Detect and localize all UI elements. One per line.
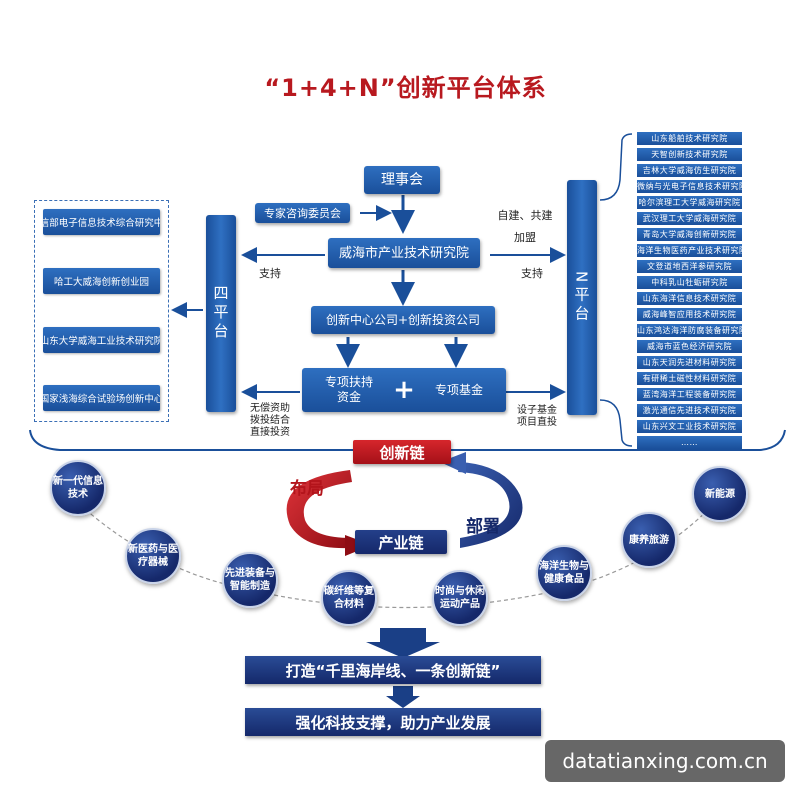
right-invest-label: 设子基金 项目直投 bbox=[517, 405, 557, 428]
industry-circle: 康养旅游 bbox=[621, 512, 677, 568]
deploy-label: 部署 bbox=[466, 517, 500, 537]
right-build-label: 自建、共建 加盟 bbox=[497, 209, 553, 244]
plus-sign: + bbox=[393, 374, 415, 405]
right-platform-item: 蓝湾海洋工程装备研究院 bbox=[637, 388, 742, 401]
industry-circle: 新一代信息技术 bbox=[50, 460, 106, 516]
right-platform-item: 山东鸿达海洋防腐装备研究院 bbox=[637, 324, 742, 337]
expert-committee-box: 专家咨询委员会 bbox=[255, 203, 350, 223]
council-box: 理事会 bbox=[364, 166, 440, 194]
left-support-label: 支持 bbox=[259, 267, 281, 280]
right-platform-item: 激光通信先进技术研究院 bbox=[637, 404, 742, 417]
right-support-label: 支持 bbox=[521, 267, 543, 280]
right-platform-item: 吉林大学威海仿生研究院 bbox=[637, 164, 742, 177]
diagram-title: “1+4+N”创新平台体系 bbox=[264, 74, 547, 102]
n-platforms-bar: N平台 bbox=[567, 180, 597, 415]
special-support-fund: 专项扶持 资金 bbox=[324, 375, 373, 404]
four-platforms-list: 工信部电子信息技术综合研究中心 哈工大威海创新创业园 山东大学威海工业技术研究院… bbox=[34, 200, 169, 422]
right-platform-item: 青岛大学威海创新研究院 bbox=[637, 228, 742, 241]
right-platform-item: 有研稀土磁性材料研究院 bbox=[637, 372, 742, 385]
innovation-chain-label: 创新链 bbox=[353, 440, 451, 464]
right-platform-item: 威海峰智应用技术研究院 bbox=[637, 308, 742, 321]
left-platform-item: 山东大学威海工业技术研究院 bbox=[43, 327, 160, 353]
right-platform-item: 海洋生物医药产业技术研究院 bbox=[637, 244, 742, 257]
right-platform-item: 哈尔滨理工大学威海研究院 bbox=[637, 196, 742, 209]
industry-chain-label: 产业链 bbox=[355, 530, 447, 554]
industry-circle: 新医药与医疗器械 bbox=[125, 528, 181, 584]
right-platform-item: 天智创新技术研究院 bbox=[637, 148, 742, 161]
left-invest-label: 无偿资助 拨投结合 直接投资 bbox=[250, 403, 290, 438]
watermark: datatianxing.com.cn bbox=[545, 740, 785, 782]
banner-coastline: 打造“千里海岸线、一条创新链” bbox=[245, 656, 541, 684]
right-platform-item: 山东船舶技术研究院 bbox=[637, 132, 742, 145]
left-platform-item: 哈工大威海创新创业园 bbox=[43, 268, 160, 294]
right-platform-item: 微纳与光电子信息技术研究院 bbox=[637, 180, 742, 193]
industry-circle: 碳纤维等复合材料 bbox=[321, 570, 377, 626]
institute-box: 威海市产业技术研究院 bbox=[328, 238, 480, 268]
right-platform-item: 山东海洋信息技术研究院 bbox=[637, 292, 742, 305]
banner-support: 强化科技支撑，助力产业发展 bbox=[245, 708, 541, 736]
layout-label: 布局 bbox=[290, 479, 324, 499]
four-platforms-bar: 四平台 bbox=[206, 215, 236, 412]
company-box: 创新中心公司+创新投资公司 bbox=[311, 306, 495, 334]
right-platform-item: 文登道地西洋参研究院 bbox=[637, 260, 742, 273]
right-platform-item: …… bbox=[637, 436, 742, 449]
right-platform-item: 中科乳山牡蛎研究院 bbox=[637, 276, 742, 289]
left-platform-item: 工信部电子信息技术综合研究中心 bbox=[43, 209, 160, 235]
right-platform-item: 山东天润先进材料研究院 bbox=[637, 356, 742, 369]
industry-circle: 海洋生物与健康食品 bbox=[536, 545, 592, 601]
special-fund: 专项基金 bbox=[434, 382, 483, 397]
industry-circle: 新能源 bbox=[692, 466, 748, 522]
left-platform-item: 国家浅海综合试验场创新中心 bbox=[43, 385, 160, 411]
right-platform-item: 威海市蓝色经济研究院 bbox=[637, 340, 742, 353]
industry-circle: 先进装备与智能制造 bbox=[222, 552, 278, 608]
industry-circle: 时尚与休闲运动产品 bbox=[432, 570, 488, 626]
right-platform-item: 武汉理工大学威海研究院 bbox=[637, 212, 742, 225]
right-platform-item: 山东兴文工业技术研究院 bbox=[637, 420, 742, 433]
funds-box: 专项扶持 资金 + 专项基金 bbox=[302, 368, 506, 412]
